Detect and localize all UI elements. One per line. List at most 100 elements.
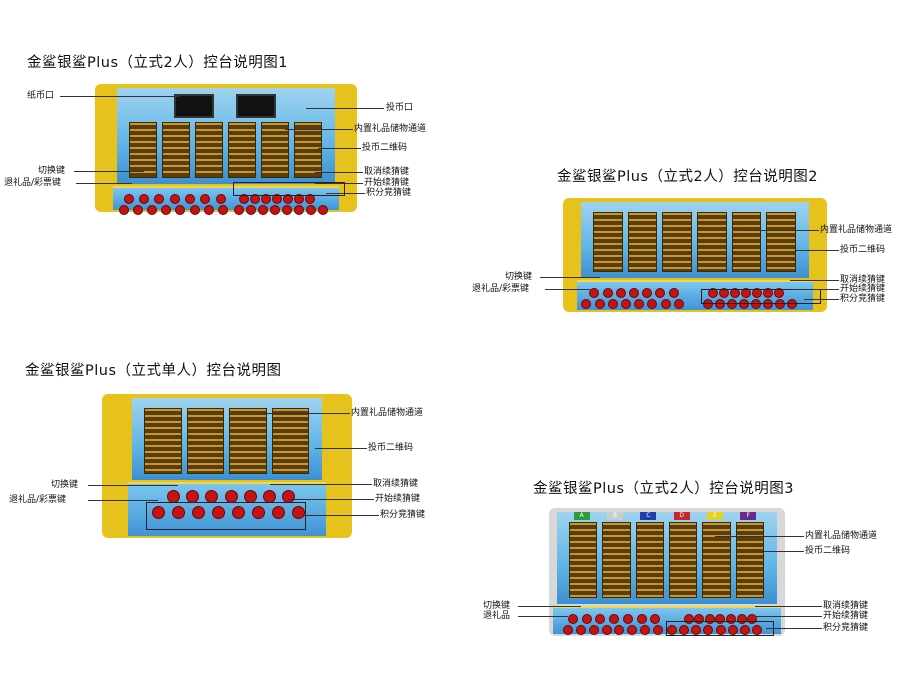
console-button[interactable] xyxy=(787,299,798,309)
console-button[interactable] xyxy=(281,205,292,215)
console-button[interactable] xyxy=(118,205,129,215)
console-button[interactable] xyxy=(233,205,244,215)
console-button[interactable] xyxy=(304,194,315,204)
console-button[interactable] xyxy=(668,288,679,298)
console-button[interactable] xyxy=(192,506,205,519)
console-button[interactable] xyxy=(184,194,195,204)
console-button[interactable] xyxy=(607,299,618,309)
console-button[interactable] xyxy=(719,288,730,298)
console-button[interactable] xyxy=(708,288,719,298)
console-button[interactable] xyxy=(601,625,612,635)
console-button[interactable] xyxy=(581,299,592,309)
console-button[interactable] xyxy=(736,614,747,624)
console-button[interactable] xyxy=(751,299,762,309)
console-button[interactable] xyxy=(704,614,715,624)
console-button[interactable] xyxy=(667,625,677,635)
console-button[interactable] xyxy=(154,194,165,204)
console-button[interactable] xyxy=(763,299,774,309)
console-button[interactable] xyxy=(652,625,663,635)
console-button[interactable] xyxy=(622,614,633,624)
console-button[interactable] xyxy=(775,299,786,309)
console-button[interactable] xyxy=(588,625,599,635)
console-button[interactable] xyxy=(702,299,713,309)
console-button[interactable] xyxy=(655,288,666,298)
console-button[interactable] xyxy=(257,205,268,215)
score-buttons-outline[interactable] xyxy=(146,502,306,530)
console-button[interactable] xyxy=(282,194,293,204)
console-button[interactable] xyxy=(317,205,328,215)
console-button[interactable] xyxy=(636,614,647,624)
console-button[interactable] xyxy=(726,614,736,624)
console-button[interactable] xyxy=(132,205,143,215)
console-button[interactable] xyxy=(293,205,304,215)
console-button[interactable] xyxy=(123,194,134,204)
console-button[interactable] xyxy=(269,205,280,215)
console-button[interactable] xyxy=(634,299,645,309)
console-button[interactable] xyxy=(715,625,726,635)
console-button[interactable] xyxy=(589,288,600,298)
score-buttons-outline[interactable] xyxy=(701,289,821,304)
console-button[interactable] xyxy=(203,205,214,215)
console-button[interactable] xyxy=(581,614,592,624)
console-button[interactable] xyxy=(673,299,684,309)
console-button[interactable] xyxy=(640,625,651,635)
console-button[interactable] xyxy=(563,625,574,635)
console-button[interactable] xyxy=(232,506,245,519)
console-button[interactable] xyxy=(200,194,211,204)
console-button[interactable] xyxy=(567,614,578,624)
console-button[interactable] xyxy=(691,625,702,635)
console-button[interactable] xyxy=(647,299,658,309)
console-button[interactable] xyxy=(189,205,200,215)
console-button[interactable] xyxy=(602,288,613,298)
console-button[interactable] xyxy=(683,614,694,624)
console-button[interactable] xyxy=(175,205,186,215)
console-button[interactable] xyxy=(621,299,632,309)
console-button[interactable] xyxy=(215,194,226,204)
console-button[interactable] xyxy=(609,614,620,624)
console-button[interactable] xyxy=(293,194,304,204)
console-button[interactable] xyxy=(147,205,158,215)
console-button[interactable] xyxy=(694,614,705,624)
console-button[interactable] xyxy=(172,506,185,519)
score-buttons-outline[interactable] xyxy=(233,182,345,196)
console-button[interactable] xyxy=(763,288,774,298)
console-button[interactable] xyxy=(752,288,763,298)
console-button[interactable] xyxy=(703,625,714,635)
console-button[interactable] xyxy=(575,625,586,635)
console-button[interactable] xyxy=(292,506,305,519)
console-button[interactable] xyxy=(774,288,785,298)
console-button[interactable] xyxy=(594,299,605,309)
console-button[interactable] xyxy=(169,194,180,204)
console-button[interactable] xyxy=(260,194,271,204)
score-buttons-outline[interactable] xyxy=(666,621,774,636)
console-button[interactable] xyxy=(627,625,638,635)
console-button[interactable] xyxy=(730,288,741,298)
console-button[interactable] xyxy=(305,205,316,215)
console-button[interactable] xyxy=(252,506,265,519)
console-button[interactable] xyxy=(615,288,626,298)
console-button[interactable] xyxy=(614,625,625,635)
console-button[interactable] xyxy=(739,625,750,635)
console-button[interactable] xyxy=(650,614,661,624)
console-button[interactable] xyxy=(152,506,165,519)
console-button[interactable] xyxy=(139,194,150,204)
console-button[interactable] xyxy=(727,299,738,309)
console-button[interactable] xyxy=(642,288,653,298)
console-button[interactable] xyxy=(212,506,225,519)
console-button[interactable] xyxy=(272,506,285,519)
console-button[interactable] xyxy=(714,299,725,309)
console-button[interactable] xyxy=(747,614,758,624)
console-button[interactable] xyxy=(715,614,726,624)
console-button[interactable] xyxy=(250,194,261,204)
console-button[interactable] xyxy=(739,299,750,309)
console-button[interactable] xyxy=(741,288,752,298)
console-button[interactable] xyxy=(629,288,639,298)
console-button[interactable] xyxy=(751,625,762,635)
console-button[interactable] xyxy=(727,625,738,635)
console-button[interactable] xyxy=(595,614,606,624)
console-button[interactable] xyxy=(218,205,229,215)
console-button[interactable] xyxy=(245,205,256,215)
console-button[interactable] xyxy=(679,625,690,635)
console-button[interactable] xyxy=(660,299,671,309)
console-button[interactable] xyxy=(239,194,250,204)
